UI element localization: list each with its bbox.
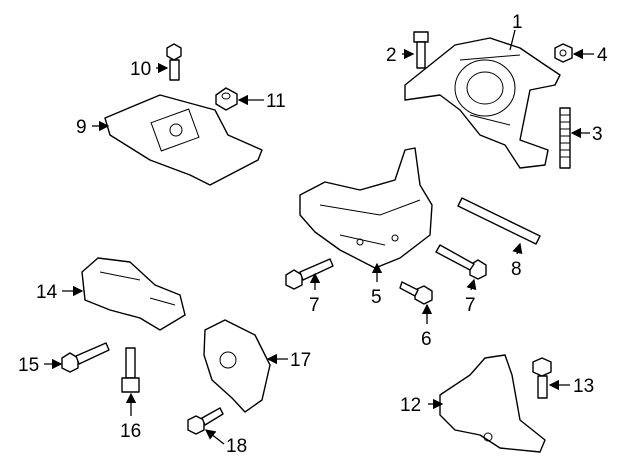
callout-2: 2 bbox=[386, 45, 397, 66]
callout-11: 11 bbox=[266, 91, 286, 112]
callout-13: 13 bbox=[573, 376, 594, 397]
callout-15: 15 bbox=[18, 355, 39, 376]
part-2-bolt[interactable] bbox=[413, 31, 429, 69]
part-6-bolt[interactable] bbox=[399, 281, 433, 305]
part-3-stud[interactable] bbox=[559, 107, 571, 169]
callout-12: 12 bbox=[400, 395, 421, 416]
callout-17: 17 bbox=[290, 350, 311, 371]
callout-5: 5 bbox=[371, 287, 382, 308]
callout-6: 6 bbox=[421, 329, 432, 350]
part-17-bracket[interactable] bbox=[203, 319, 271, 413]
part-5-bracket[interactable] bbox=[299, 147, 433, 269]
part-10-bolt[interactable] bbox=[166, 43, 182, 81]
part-9-bracket[interactable] bbox=[104, 94, 263, 186]
callout-7b: 7 bbox=[465, 295, 476, 316]
part-13-bolt[interactable] bbox=[532, 357, 552, 399]
callout-14: 14 bbox=[36, 282, 58, 303]
callout-3: 3 bbox=[592, 124, 603, 145]
callout-7a: 7 bbox=[309, 295, 320, 316]
part-14-mount[interactable] bbox=[81, 257, 186, 331]
part-12-bracket[interactable] bbox=[439, 354, 546, 453]
callout-4: 4 bbox=[597, 45, 608, 66]
callout-18: 18 bbox=[226, 436, 247, 457]
leader-lines bbox=[44, 29, 594, 445]
part-16-bolt[interactable] bbox=[121, 347, 140, 393]
callout-10: 10 bbox=[130, 59, 151, 80]
part-8-stud[interactable] bbox=[457, 197, 541, 245]
callout-1: 1 bbox=[512, 12, 523, 33]
part-18-bolt[interactable] bbox=[187, 407, 224, 435]
callout-9: 9 bbox=[76, 117, 87, 138]
callout-8: 8 bbox=[511, 259, 522, 280]
part-15-bolt[interactable] bbox=[61, 342, 110, 373]
callout-16: 16 bbox=[120, 421, 141, 442]
part-4-nut[interactable] bbox=[554, 43, 573, 63]
part-11-nut[interactable] bbox=[215, 87, 238, 111]
part-1-engine-mount[interactable] bbox=[404, 37, 561, 169]
part-7-bolt-left[interactable] bbox=[285, 258, 334, 290]
part-7-bolt-right[interactable] bbox=[435, 244, 487, 280]
